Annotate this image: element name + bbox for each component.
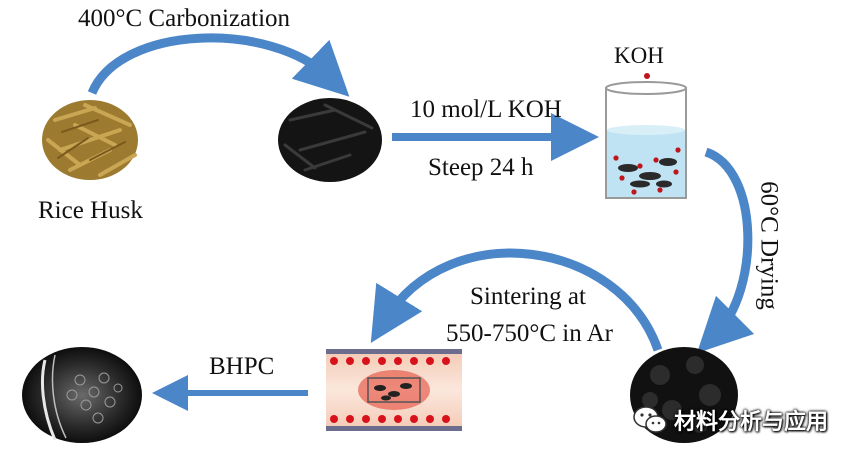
furnace-image [326,349,462,431]
carbonization-label: 400°C Carbonization [78,5,291,32]
sintering-label-line2: 550-750°C in Ar [446,320,613,347]
rice-husk-label: Rice Husk [38,197,143,224]
steep-label: Steep 24 h [428,154,534,181]
rice-husk-image [42,100,138,180]
koh-concentration-label: 10 mol/L KOH [410,96,562,123]
koh-drop [644,73,650,79]
carbonization-arrow [87,33,350,97]
carbonized-husk-image [278,98,382,182]
watermark: 材料分析与应用 [632,404,828,436]
drying-arrow [696,147,755,354]
sintering-arrow [370,248,663,352]
watermark-text: 材料分析与应用 [674,410,829,435]
koh-label: KOH [614,43,664,68]
drying-label: 60°C Drying [755,181,783,310]
bhpc-label: BHPC [209,353,275,380]
beaker-image [605,81,687,199]
sintering-label-line1: Sintering at [470,283,586,310]
bhpc-sem-image [22,347,142,443]
wechat-icon [633,406,667,433]
